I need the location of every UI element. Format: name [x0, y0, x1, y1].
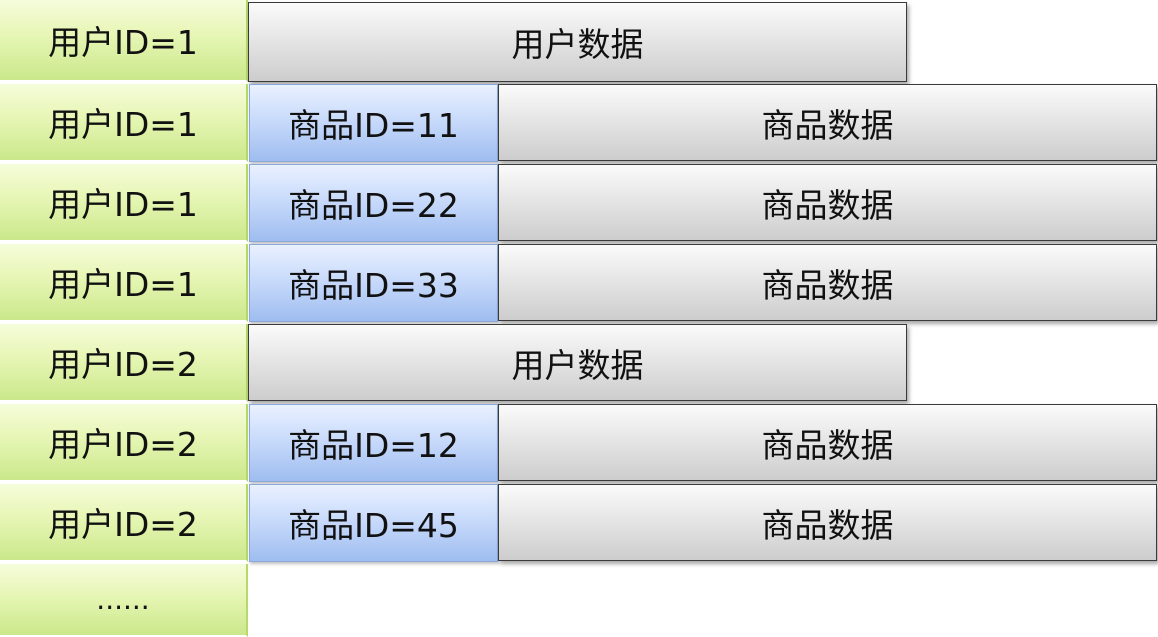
item-data-cell: 商品数据 [498, 164, 1157, 241]
ellipsis-cell: ...... [0, 564, 248, 637]
user-id-cell: 用户ID=1 [0, 84, 248, 162]
user-data-cell: 用户数据 [248, 2, 907, 82]
item-data-cell: 商品数据 [498, 404, 1157, 481]
user-id-cell: 用户ID=2 [0, 324, 248, 402]
item-id-cell: 商品ID=12 [249, 404, 498, 482]
item-id-cell: 商品ID=22 [249, 164, 498, 242]
user-id-cell: 用户ID=2 [0, 404, 248, 482]
item-data-cell: 商品数据 [498, 244, 1157, 321]
item-id-cell: 商品ID=45 [249, 484, 498, 562]
user-id-cell: 用户ID=1 [0, 164, 248, 242]
item-data-cell: 商品数据 [498, 484, 1157, 561]
item-id-cell: 商品ID=11 [249, 84, 498, 162]
user-id-cell: 用户ID=1 [0, 0, 248, 82]
item-id-cell: 商品ID=33 [249, 244, 498, 322]
user-data-cell: 用户数据 [248, 324, 907, 401]
item-data-cell: 商品数据 [498, 84, 1157, 161]
user-id-cell: 用户ID=2 [0, 484, 248, 562]
user-id-cell: 用户ID=1 [0, 244, 248, 322]
